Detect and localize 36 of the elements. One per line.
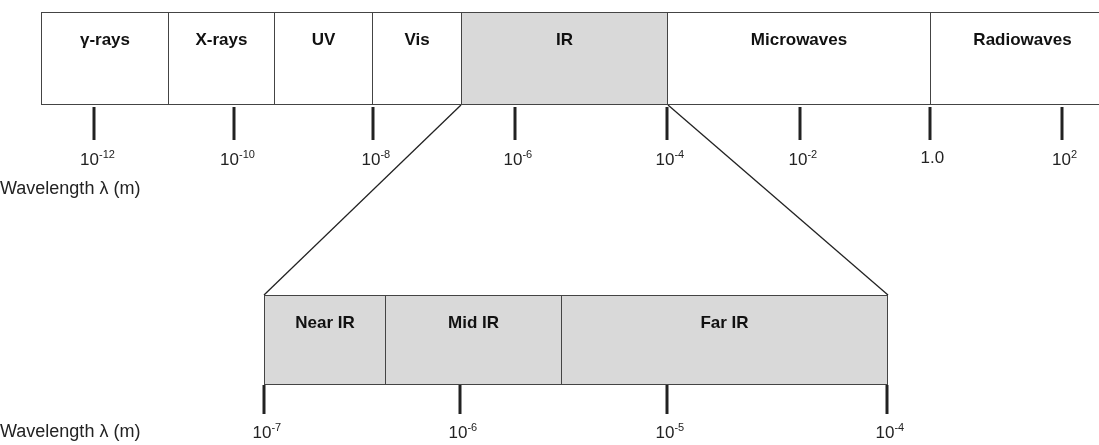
band-label: Near IR [295, 313, 355, 332]
tick-label: 10$^{-12}$ [80, 148, 115, 170]
tick-label: 10$^{-7}$ [252, 421, 282, 443]
spectrum-band [264, 295, 386, 385]
axis-label: Wavelength λ (m) [0, 178, 141, 199]
band-label: Radiowaves [973, 30, 1072, 49]
band-label: Mid IR [448, 313, 499, 332]
tick-label: 10$^{-6}$ [503, 148, 533, 170]
tick-label: 10$^{-6}$ [448, 421, 478, 443]
band-label: Far IR [700, 313, 749, 332]
band-label: X-rays [195, 30, 248, 49]
tick-label: 10$^{-8}$ [361, 148, 391, 170]
spectrum-band [461, 12, 668, 105]
tick-label: 10$^{-4}$ [875, 421, 905, 443]
tick-label: 1.0 [920, 148, 945, 168]
spectrum-band [930, 12, 1099, 105]
spectrum-band [168, 12, 275, 105]
zoom-line [263, 104, 462, 296]
axis-label: Wavelength λ (m) [0, 421, 141, 442]
band-label: γ-rays [79, 30, 131, 49]
spectrum-band [372, 12, 462, 105]
band-label: Vis [404, 30, 430, 49]
spectrum-band [667, 12, 931, 105]
tick-label: 10$^{2}$ [1052, 148, 1078, 170]
band-label: Microwaves [750, 30, 848, 49]
spectrum-band [561, 295, 888, 385]
zoom-line [667, 104, 889, 296]
band-label: IR [556, 30, 573, 49]
tick-label: 10$^{-5}$ [655, 421, 685, 443]
spectrum-band [274, 12, 373, 105]
spectrum-band [41, 12, 169, 105]
tick-label: 10$^{-10}$ [220, 148, 255, 170]
band-label: UV [311, 30, 336, 49]
tick-label: 10$^{-4}$ [655, 148, 685, 170]
tick-label: 10$^{-2}$ [788, 148, 818, 170]
spectrum-band [385, 295, 562, 385]
